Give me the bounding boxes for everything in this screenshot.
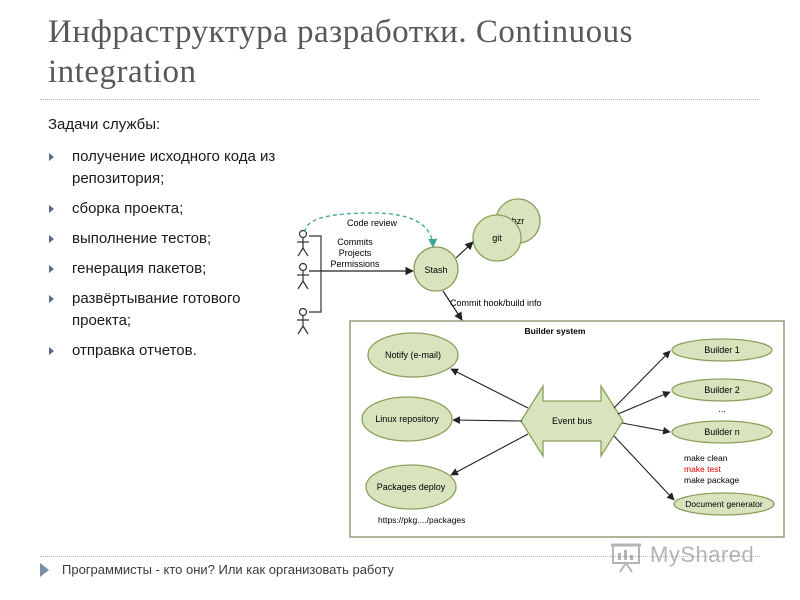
stash-node — [413, 246, 459, 292]
developer-actor-icon — [297, 262, 309, 290]
bullet-item: выполнение тестов; — [48, 228, 293, 250]
buildern-node — [671, 420, 773, 444]
developer-actor-icon — [297, 307, 309, 335]
footer-divider — [40, 556, 760, 557]
bullet-item: генерация пакетов; — [48, 258, 293, 280]
bzr-label: bzr — [512, 216, 525, 226]
title-divider — [40, 99, 760, 100]
packages-deploy-label: Packages deploy — [377, 482, 446, 492]
doc-generator-label: Document generator — [685, 499, 763, 509]
builder2-label: Builder 2 — [704, 385, 740, 395]
watermark-text: MyShared — [650, 542, 755, 567]
notify-node — [367, 332, 459, 378]
event-bus-label: Event bus — [552, 416, 593, 426]
bus-notify-arrow — [450, 368, 529, 409]
code-review-arrow — [304, 212, 438, 248]
bullet-item: сборка проекта; — [48, 198, 293, 220]
notify-label: Notify (e-mail) — [385, 350, 441, 360]
projects-label: Projects — [339, 248, 372, 258]
make-test-label: make test — [684, 464, 721, 474]
bullet-list: получение исходного кода из репозитория;… — [48, 146, 293, 370]
bus-linux-arrow — [452, 416, 523, 424]
commit-hook-label: Commit hook/build info — [450, 298, 542, 308]
presentation-board-icon — [611, 543, 641, 573]
buildern-label: Builder n — [704, 427, 740, 437]
subtitle: Задачи службы: — [48, 116, 161, 133]
watermark: MyShared — [610, 540, 770, 574]
developer-actor-icon — [297, 229, 309, 257]
builder-system-label: Builder system — [525, 326, 586, 336]
bus-deploy-arrow — [450, 433, 529, 476]
code-review-label: Code review — [347, 218, 398, 228]
stash-label: Stash — [424, 265, 447, 275]
make-package-label: make package — [684, 475, 740, 485]
bullet-arrow-icon — [49, 153, 54, 161]
packages-deploy-node — [365, 464, 457, 510]
doc-generator-node — [673, 492, 775, 516]
bus-builder2-arrow — [617, 391, 671, 415]
bullet-arrow-icon — [49, 347, 54, 355]
bus-docgen-arrow — [613, 435, 675, 501]
builder1-label: Builder 1 — [704, 345, 740, 355]
builders-ellipsis: ... — [718, 404, 726, 414]
bullet-item: получение исходного кода из репозитория; — [48, 146, 293, 190]
stash-git-arrow — [455, 241, 474, 259]
permissions-label: Permissions — [330, 259, 380, 269]
packages-url-label: https://pkg..../packages — [378, 515, 465, 525]
linux-repo-label: Linux repository — [375, 414, 439, 424]
git-node — [472, 214, 522, 262]
footer-text: Программисты - кто они? Или как организо… — [62, 562, 394, 577]
bullet-arrow-icon — [49, 235, 54, 243]
bus-builder1-arrow — [613, 350, 671, 409]
footer-arrow-icon — [40, 563, 49, 577]
commits-label: Commits — [337, 237, 373, 247]
bullet-arrow-icon — [49, 295, 54, 303]
slide-title: Инфраструктура разработки. Continuous in… — [48, 14, 634, 90]
make-clean-label: make clean — [684, 453, 728, 463]
bullet-item: отправка отчетов. — [48, 340, 293, 362]
event-bus-node — [520, 383, 624, 459]
builder1-node — [671, 338, 773, 362]
builder2-node — [671, 378, 773, 402]
bullet-item: развёртывание готового проекта; — [48, 288, 293, 332]
bullet-arrow-icon — [49, 205, 54, 213]
bullet-arrow-icon — [49, 265, 54, 273]
linux-repo-node — [361, 396, 453, 442]
git-label: git — [492, 233, 502, 243]
bus-buildern-arrow — [621, 422, 671, 435]
commit-hook-arrow — [442, 290, 463, 321]
actors-bracket — [309, 235, 322, 313]
